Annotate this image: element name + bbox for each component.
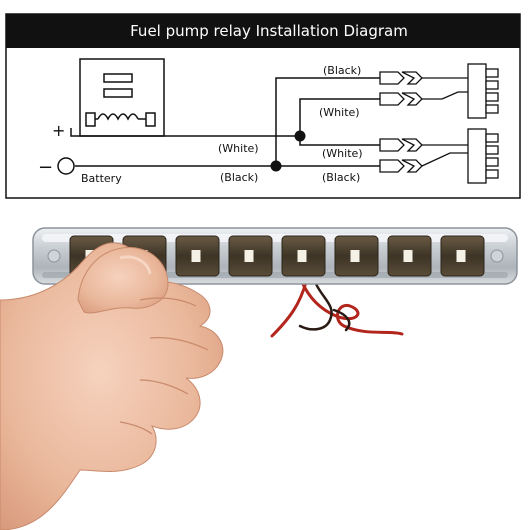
led-block-bottom xyxy=(467,128,487,184)
title-bar xyxy=(6,14,520,48)
label-black-left: (Black) xyxy=(220,171,258,184)
led-chip xyxy=(244,250,254,262)
battery-label: Battery xyxy=(81,172,122,185)
mount-hole-left xyxy=(47,249,61,263)
product-photo xyxy=(0,227,518,530)
led-chip xyxy=(350,250,360,262)
label-black-top: (Black) xyxy=(323,64,361,77)
junction-upper xyxy=(294,130,306,142)
negative-sign: − xyxy=(38,157,53,178)
connector-bottom xyxy=(379,138,468,173)
connector-top xyxy=(379,71,468,106)
led-block-top xyxy=(467,63,487,119)
mount-hole-right xyxy=(490,249,504,263)
battery-terminal xyxy=(57,157,75,175)
junction-lower xyxy=(270,160,282,172)
hand xyxy=(0,242,224,530)
relay-coil xyxy=(97,113,139,121)
label-white-lower: (White) xyxy=(322,147,363,160)
positive-sign: + xyxy=(52,121,65,140)
connectors xyxy=(379,71,468,173)
led-blocks xyxy=(467,63,499,184)
red-wires xyxy=(270,280,404,338)
label-black-bottom: (Black) xyxy=(322,171,360,184)
diagram-title: Fuel pump relay Installation Diagram xyxy=(130,22,408,40)
label-white-upper: (White) xyxy=(319,106,360,119)
led-chip xyxy=(403,250,413,262)
led-chip xyxy=(297,250,307,262)
label-white-left: (White) xyxy=(218,142,259,155)
led-chip xyxy=(191,250,201,262)
wiring-diagram: Fuel pump relay Installation Diagram + − xyxy=(5,13,521,199)
led-chip xyxy=(456,250,466,262)
